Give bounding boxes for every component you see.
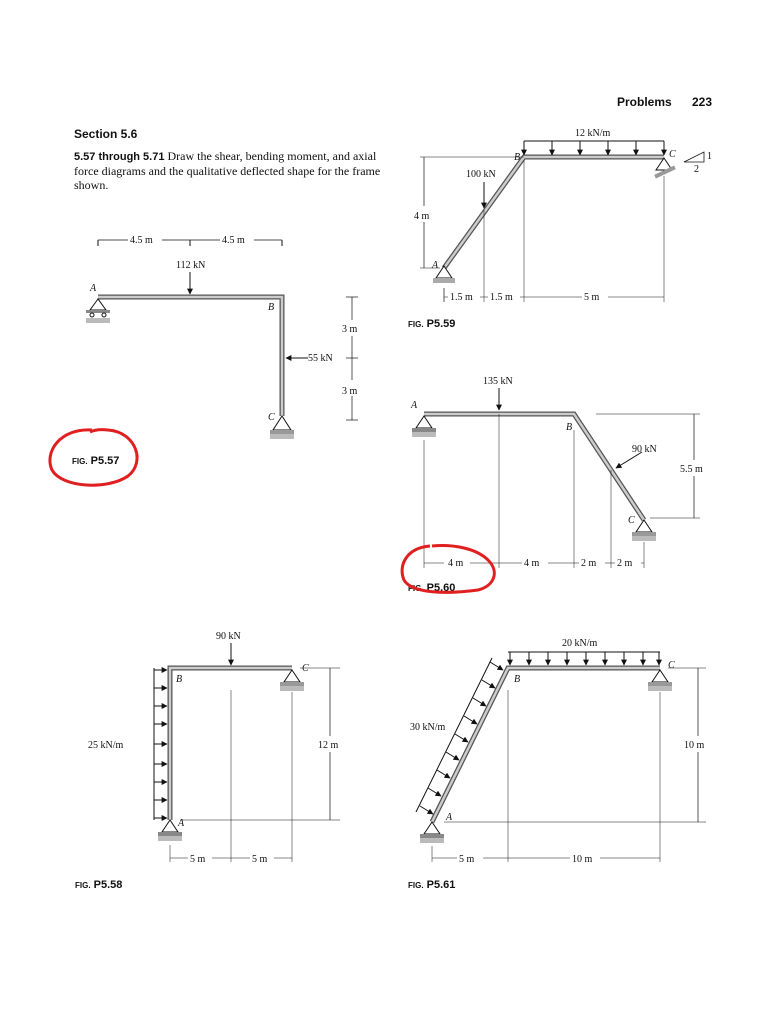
dim-height: 12 m xyxy=(318,740,339,751)
dim-d3: 2 m xyxy=(581,558,597,569)
running-header-title: Problems xyxy=(617,95,672,109)
figure-p561: 20 kN/m 30 kN/m B A C 10 m xyxy=(410,638,706,865)
pin-support-a xyxy=(158,819,182,841)
figure-p558: 90 kN 25 kN/m B A C 12 m xyxy=(88,631,340,865)
load-point: 135 kN xyxy=(483,376,513,387)
dim-d1: 5 m xyxy=(459,854,475,865)
slope-rise: 1 xyxy=(707,151,712,162)
pin-support-c xyxy=(632,519,656,541)
frame-member xyxy=(424,411,647,522)
label-b: B xyxy=(514,152,520,163)
slope-triangle xyxy=(683,151,705,163)
label-a: A xyxy=(410,400,418,411)
label-a: A xyxy=(431,260,439,271)
caption-prefix: FIG. xyxy=(75,881,91,890)
problem-number: 5.57 through 5.71 xyxy=(74,151,165,163)
load-distributed-top: 20 kN/m xyxy=(562,638,598,649)
dim-d2: 10 m xyxy=(572,854,593,865)
pin-support-a xyxy=(86,298,110,323)
section-title: Section 5.6 xyxy=(74,127,138,141)
load-point: 90 kN xyxy=(216,631,241,642)
caption-prefix: FIG. xyxy=(408,320,424,329)
frame-member xyxy=(167,665,292,820)
dim-d1: 4 m xyxy=(448,558,464,569)
label-b: B xyxy=(176,674,182,685)
pin-support-c xyxy=(280,669,304,691)
dim-height: 4 m xyxy=(414,211,430,222)
caption-p557: FIG. P5.57 xyxy=(72,455,119,467)
label-c: C xyxy=(668,660,675,671)
dim-d3: 5 m xyxy=(584,292,600,303)
dim-left: 5 m xyxy=(190,854,206,865)
dim-height: 10 m xyxy=(684,740,705,751)
dim-lower: 3 m xyxy=(342,386,358,397)
handwritten-circle xyxy=(400,544,496,594)
load-distributed-inclined: 30 kN/m xyxy=(410,722,446,733)
load-distributed: 12 kN/m xyxy=(575,128,611,139)
handwritten-circle xyxy=(48,428,139,487)
dim-upper: 3 m xyxy=(342,324,358,335)
dim-d4: 2 m xyxy=(617,558,633,569)
pin-support-c xyxy=(648,669,672,691)
page-number: 223 xyxy=(692,95,713,109)
load-distributed: 25 kN/m xyxy=(88,740,124,751)
caption-p561: FIG. P5.61 xyxy=(408,879,455,891)
dim-d2: 1.5 m xyxy=(490,292,513,303)
pin-support-c xyxy=(270,415,294,439)
caption-p559: FIG. P5.59 xyxy=(408,318,455,330)
label-c: C xyxy=(268,412,275,423)
dim-d1: 1.5 m xyxy=(450,292,473,303)
label-c: C xyxy=(628,515,635,526)
caption-prefix: FIG. xyxy=(408,881,424,890)
slope-run: 2 xyxy=(694,164,699,175)
caption-number: P5.61 xyxy=(426,879,456,891)
roller-support-c xyxy=(654,157,676,179)
figure-p557: A B C 4.5 m 4.5 m 112 kN 55 kN 3 m 3 m xyxy=(48,235,358,487)
label-a: A xyxy=(177,818,185,829)
load-point: 112 kN xyxy=(176,260,205,271)
problem-statement: 5.57 through 5.71 Draw the shear, bendin… xyxy=(74,149,386,192)
caption-p558: FIG. P5.58 xyxy=(75,879,122,891)
label-a: A xyxy=(89,283,97,294)
load-inclined: 90 kN xyxy=(632,444,657,455)
caption-number: P5.58 xyxy=(93,879,123,891)
figure-p559: 12 kN/m 100 kN A B C 1 2 4 m xyxy=(414,128,712,303)
dim-right: 4.5 m xyxy=(222,235,245,246)
caption-number: P5.57 xyxy=(90,455,120,467)
frame-member xyxy=(98,294,285,416)
label-c: C xyxy=(302,663,309,674)
problem-text: Draw the shear, bending moment, and axia… xyxy=(74,149,381,192)
pin-support-a xyxy=(420,821,444,843)
load-side: 55 kN xyxy=(308,353,333,364)
pin-support-a xyxy=(412,415,436,437)
label-b: B xyxy=(514,674,520,685)
label-c: C xyxy=(669,149,676,160)
figure-p560: 135 kN 90 kN A B C 5.5 m xyxy=(400,376,703,594)
inclined-load-arrow xyxy=(615,451,643,469)
dim-left: 4.5 m xyxy=(130,235,153,246)
caption-number: P5.59 xyxy=(426,318,456,330)
dim-d2: 4 m xyxy=(524,558,540,569)
pin-support-a xyxy=(433,265,455,283)
label-b: B xyxy=(566,422,572,433)
label-b: B xyxy=(268,302,274,313)
load-point: 100 kN xyxy=(466,169,496,180)
dim-height: 5.5 m xyxy=(680,464,703,475)
label-a: A xyxy=(445,812,453,823)
frame-member xyxy=(429,665,660,824)
dim-right: 5 m xyxy=(252,854,268,865)
caption-prefix: FIG. xyxy=(72,457,88,466)
